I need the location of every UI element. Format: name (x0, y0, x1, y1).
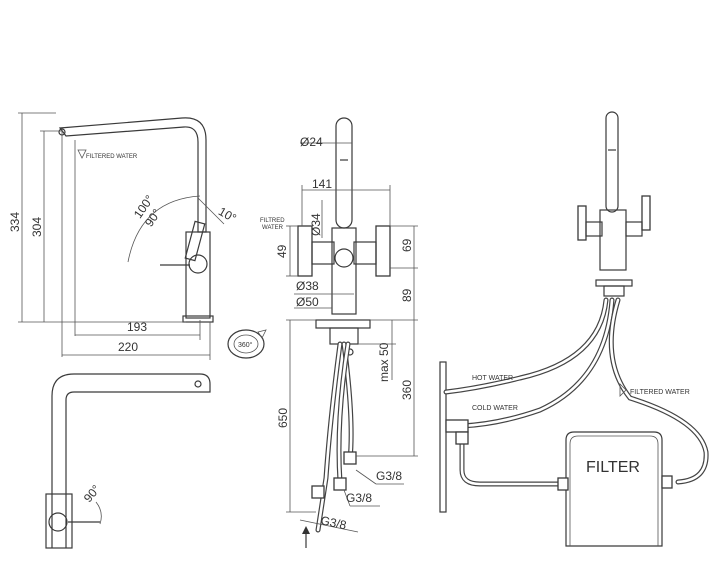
filtered-water-label-side: FILTERED WATER (86, 154, 138, 160)
cold-water-label: COLD WATER (472, 405, 518, 412)
dim-89: 89 (400, 288, 414, 302)
side-view: 100° 90° 10° FILTERED WATER 334 304 193 … (8, 112, 239, 360)
thread-g38-3: G3/8 (319, 513, 348, 532)
dim-max50: max 50 (377, 342, 391, 382)
filtered-label-front-2: WATER (262, 225, 284, 231)
dim-650: 650 (276, 408, 290, 428)
dim-49: 49 (275, 244, 289, 258)
front-view: Ø24 141 Ø34 FILTRED WATER 49 69 89 Ø38 Ø… (260, 117, 418, 548)
dim-193: 193 (127, 320, 147, 334)
dim-304: 304 (30, 217, 44, 237)
rotation-360-label: 360° (238, 341, 253, 349)
thread-g38-1: G3/8 (376, 469, 402, 483)
dim-d24: Ø24 (300, 135, 323, 149)
install-view: FILTER HOT WATER COLD WATER FILTERED WAT… (439, 111, 709, 547)
hot-water-label: HOT WATER (472, 375, 513, 382)
bottom-left-view: 90° (45, 373, 211, 549)
dim-d38: Ø38 (296, 279, 319, 293)
angle-10-label: 10° (216, 204, 239, 225)
filtered-label-front-1: FILTRED (260, 218, 285, 224)
dim-334: 334 (8, 212, 22, 232)
dim-d50: Ø50 (296, 295, 319, 309)
thread-g38-2: G3/8 (346, 491, 372, 505)
angle-90-bottom-label: 90° (81, 482, 104, 505)
rotation-360-icon: 360° (227, 329, 267, 359)
dim-d34: Ø34 (309, 213, 323, 236)
filtered-water-label-install: FILTERED WATER (630, 389, 690, 396)
dim-69: 69 (400, 238, 414, 252)
dim-360: 360 (400, 380, 414, 400)
dim-141: 141 (312, 177, 332, 191)
filter-label: FILTER (586, 459, 640, 476)
dim-220: 220 (118, 340, 138, 354)
